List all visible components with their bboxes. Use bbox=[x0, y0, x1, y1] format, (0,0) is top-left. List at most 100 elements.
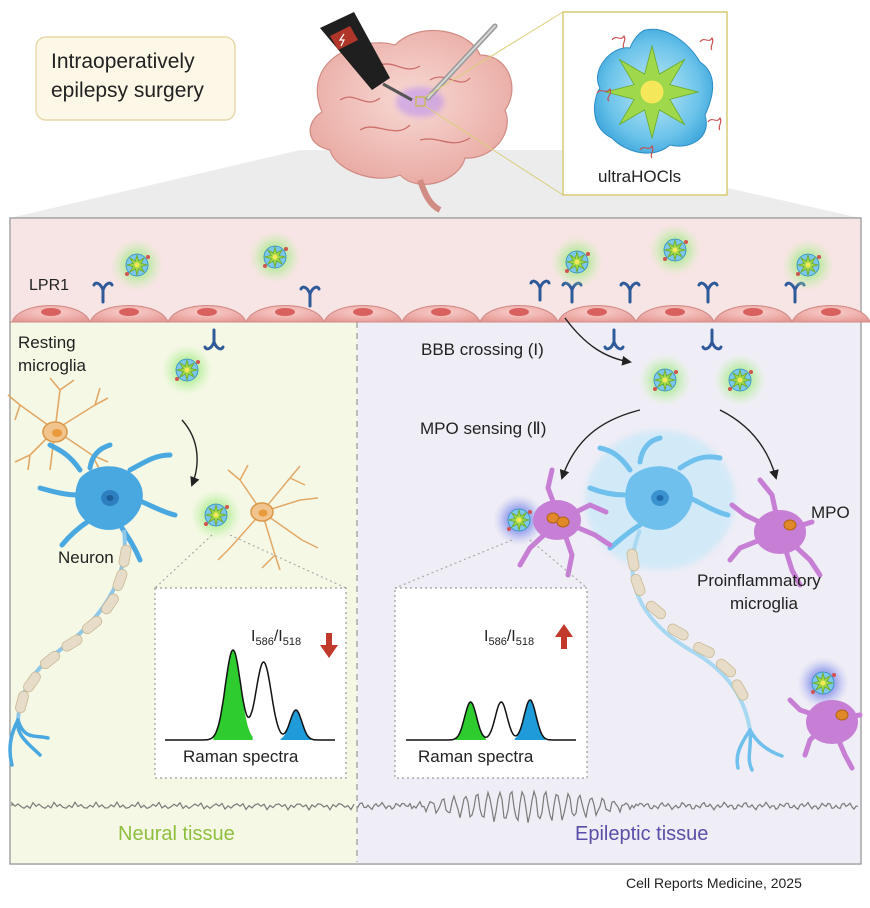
endothelial-cell bbox=[713, 305, 793, 323]
resting-microglia-cell bbox=[7, 377, 109, 471]
epileptic-tissue-label: Epileptic tissue bbox=[575, 823, 709, 845]
myelin-segment bbox=[693, 642, 715, 658]
perspective-band bbox=[10, 150, 860, 218]
proinflammatory-label-1: Proinflammatory bbox=[697, 571, 821, 590]
myelin-segment bbox=[81, 615, 103, 635]
spectrum-caption-neural: Raman spectra bbox=[183, 747, 299, 766]
myelin-segment bbox=[630, 573, 646, 597]
proinflammatory-microglia-left bbox=[517, 467, 613, 578]
spectrum-peak bbox=[455, 702, 486, 740]
endothelial-cell bbox=[11, 305, 91, 323]
ratio-down-arrow-icon bbox=[320, 633, 338, 658]
endothelial-cell bbox=[245, 305, 325, 323]
citation: Cell Reports Medicine, 2025 bbox=[626, 875, 802, 891]
nanoprobe-particle bbox=[782, 239, 834, 291]
ratio-up-arrow-icon bbox=[555, 624, 573, 649]
nanoprobe-particle bbox=[797, 657, 849, 709]
lpr1-receptor bbox=[701, 328, 723, 351]
raman-probe-icon bbox=[320, 12, 413, 102]
nanoprobe-particles bbox=[111, 224, 849, 709]
spectrum-caption-epileptic: Raman spectra bbox=[418, 747, 534, 766]
lpr1-receptor bbox=[603, 328, 625, 351]
myelin-segment bbox=[112, 568, 128, 592]
probe-name: ultraHOCls bbox=[598, 167, 682, 186]
lpr1-receptor bbox=[92, 281, 114, 304]
neuron-cell-epileptic bbox=[585, 430, 784, 772]
endothelial-layer bbox=[10, 305, 870, 323]
neuron-label: Neuron bbox=[58, 548, 114, 567]
resting-microglia-binding bbox=[217, 464, 319, 571]
sensing-arrow-left bbox=[559, 409, 641, 480]
endothelial-cell bbox=[791, 305, 870, 323]
spectrum-peak bbox=[280, 710, 312, 740]
neural-tissue-label: Neural tissue bbox=[118, 823, 235, 845]
procedure-line-1: Intraoperatively bbox=[51, 50, 195, 73]
myelin-segment bbox=[646, 600, 666, 620]
nanoprobe-particle bbox=[493, 494, 545, 546]
myelin-segment bbox=[39, 650, 61, 670]
mpo-label: MPO bbox=[811, 503, 850, 522]
lpr1-receptors bbox=[92, 279, 806, 351]
spectrum-peak bbox=[213, 650, 253, 740]
endothelial-cell bbox=[323, 305, 403, 323]
resting-microglia-label-2: microglia bbox=[18, 356, 87, 375]
spectrum-line bbox=[165, 649, 335, 741]
nanoprobe-particle bbox=[249, 231, 301, 283]
endothelial-cell bbox=[479, 305, 559, 323]
diffusion-arrow bbox=[181, 419, 200, 487]
spectrum-box-epileptic bbox=[394, 587, 588, 779]
ratio-label-epileptic: I586/I518 bbox=[484, 628, 535, 649]
endothelial-cell bbox=[557, 305, 637, 323]
surgical-tool-icon bbox=[425, 23, 498, 101]
lpr1-receptor bbox=[697, 281, 719, 304]
nanoprobe-particle bbox=[190, 489, 242, 541]
myelin-segment bbox=[61, 634, 83, 652]
spectrum-box-neural bbox=[154, 587, 347, 779]
endothelial-cell bbox=[167, 305, 247, 323]
endothelial-cell bbox=[635, 305, 715, 323]
lpr1-receptor bbox=[299, 285, 321, 308]
proinflammatory-label-2: microglia bbox=[730, 594, 799, 613]
receptor-label: LPR1 bbox=[29, 277, 70, 294]
myelin-segment bbox=[15, 690, 29, 714]
bbb-crossing-arrow bbox=[564, 317, 632, 366]
eeg-trace-normal bbox=[11, 801, 355, 811]
endothelial-cell bbox=[89, 305, 169, 323]
eeg-trace-seizure bbox=[357, 789, 859, 823]
resting-microglia-label-1: Resting bbox=[18, 333, 76, 352]
procedure-box bbox=[35, 36, 236, 121]
ratio-label-neural: I586/I518 bbox=[251, 628, 302, 649]
raman-spectrum-epileptic bbox=[406, 699, 576, 741]
proinflammatory-microglia-right bbox=[727, 477, 823, 588]
ultrahocls-probe-illustration bbox=[593, 28, 722, 159]
step-bbb-crossing: BBB crossing (I) bbox=[421, 340, 544, 359]
procedure-line-2: epilepsy surgery bbox=[51, 79, 204, 102]
endothelial-cell bbox=[401, 305, 481, 323]
lpr1-receptor bbox=[203, 328, 225, 351]
step-mpo-sensing: MPO sensing (Ⅱ) bbox=[420, 419, 547, 438]
lpr1-receptor bbox=[529, 279, 551, 302]
neuron-cell-left bbox=[8, 442, 178, 767]
proinflammatory-microglia-bottom bbox=[787, 697, 863, 771]
myelin-segment bbox=[118, 544, 132, 568]
nanoprobe-particle bbox=[551, 236, 603, 288]
nanoprobe-particle bbox=[111, 239, 163, 291]
myelin-segment bbox=[731, 679, 749, 701]
spectrum-line bbox=[406, 699, 576, 741]
lpr1-receptor bbox=[619, 281, 641, 304]
myelin-segment bbox=[716, 658, 736, 678]
nanoprobe-particle bbox=[639, 354, 691, 406]
myelin-segment bbox=[101, 593, 119, 615]
zoom-line bbox=[424, 11, 564, 98]
raman-spectrum-neural bbox=[165, 649, 335, 741]
myelin-segment bbox=[626, 548, 640, 572]
myelin-segment bbox=[23, 671, 41, 693]
nanoprobe-particle bbox=[649, 224, 701, 276]
nanoprobe-particle bbox=[714, 354, 766, 406]
nanoprobe-particle bbox=[161, 344, 213, 396]
myelin-segment bbox=[667, 623, 689, 641]
sensing-arrow-right bbox=[719, 409, 779, 480]
zoom-line bbox=[424, 105, 564, 196]
spectrum-peak bbox=[514, 700, 546, 740]
